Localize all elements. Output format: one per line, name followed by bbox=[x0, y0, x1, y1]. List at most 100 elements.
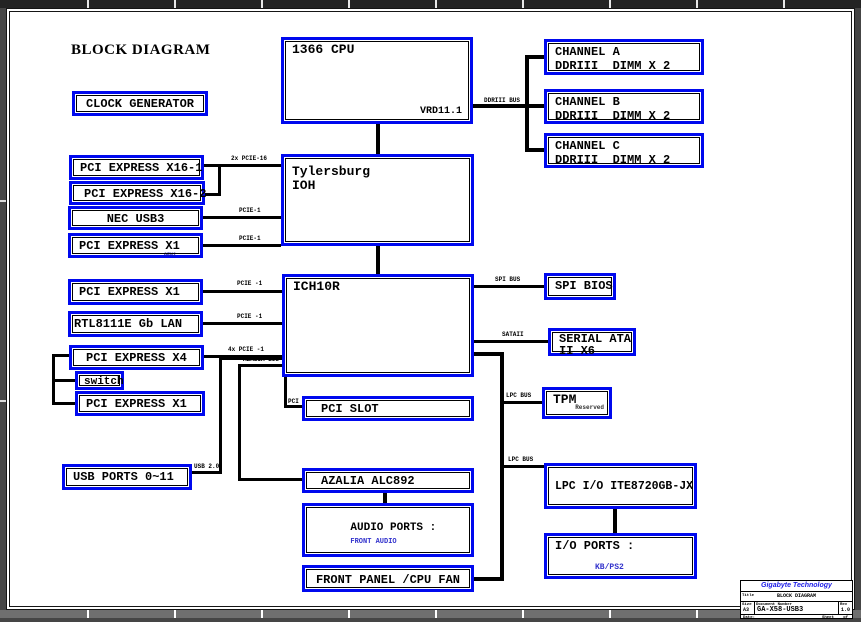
wire bbox=[525, 55, 529, 152]
rev-label: Rev bbox=[840, 603, 848, 607]
wire bbox=[284, 405, 302, 408]
box-azalia-alc892: AZALIA ALC892 bbox=[302, 468, 474, 493]
front-audio-label: FRONT AUDIO bbox=[350, 538, 397, 546]
box-tylersburg-ioh: Tylersburg IOH bbox=[281, 154, 474, 246]
wire bbox=[504, 465, 544, 468]
box-spi-bios: SPI BIOS bbox=[544, 273, 616, 300]
box-io-ports: I/O PORTS : KB/PS2 bbox=[544, 533, 697, 579]
box-serial-ata: SERIAL ATA II X6 bbox=[548, 328, 636, 357]
size-label: Size bbox=[742, 603, 752, 607]
wire bbox=[218, 164, 221, 196]
wire bbox=[474, 577, 500, 581]
wire bbox=[204, 164, 281, 167]
bus-label-pci: PCI bbox=[288, 398, 299, 405]
box-switch: switch bbox=[75, 371, 124, 390]
wire bbox=[284, 377, 287, 408]
wire bbox=[52, 354, 69, 357]
title-label: Title bbox=[742, 594, 755, 598]
bus-label-lpc: LPC BUS bbox=[508, 456, 534, 463]
box-channel-c: CHANNEL C DDRIII DIMM X 2 bbox=[544, 133, 704, 168]
size-value: A3 bbox=[743, 607, 750, 613]
audio-ports-title: AUDIO PORTS : bbox=[350, 522, 437, 534]
bus-label-pcie4: 4x PCIE -1 bbox=[228, 346, 265, 353]
wire bbox=[613, 509, 617, 534]
kb-ps2-label: KB/PS2 bbox=[595, 563, 624, 572]
pcie-x1-note: GEN2 bbox=[163, 252, 176, 258]
schematic-sheet: BLOCK DIAGRAM bbox=[6, 8, 855, 620]
of-label: of bbox=[843, 616, 848, 620]
wire bbox=[500, 352, 504, 581]
bus-label-usb: USB 2.0 bbox=[194, 463, 220, 470]
box-audio-ports: AUDIO PORTS : FRONT AUDIO LIN_ OUT LINE_… bbox=[302, 503, 474, 589]
box-pcie-x16-1: PCI EXPRESS X16-1 bbox=[69, 155, 204, 180]
rev-value: 1.0 bbox=[841, 607, 851, 613]
doc-number-label: Document Number bbox=[756, 603, 793, 607]
wire bbox=[474, 285, 544, 288]
wire bbox=[52, 379, 75, 382]
box-pcie-x4: PCI EXPRESS X4 bbox=[69, 345, 204, 370]
wire bbox=[376, 118, 380, 154]
date-label: Date: bbox=[743, 616, 756, 620]
zone-tick bbox=[0, 200, 6, 202]
box-pcie-x1: PCI EXPRESS X1 GEN2 bbox=[68, 233, 203, 258]
box-tpm: TPM Reserved bbox=[542, 387, 612, 419]
bus-label-spi: SPI BUS bbox=[495, 276, 521, 283]
wire bbox=[219, 357, 222, 474]
wire bbox=[238, 478, 302, 481]
bus-label-lpc: LPC BUS bbox=[506, 392, 532, 399]
wire bbox=[376, 240, 380, 274]
box-rtl8111e-lan: RTL8111E Gb LAN bbox=[68, 311, 203, 337]
box-pcie-x1: PCI EXPRESS X1 bbox=[75, 391, 205, 416]
title-row: Title BLOCK DIAGRAM bbox=[741, 592, 852, 602]
wire bbox=[203, 216, 281, 219]
cpu-vrd-note: VRD11.1 bbox=[419, 106, 462, 117]
bus-label-sata: SATAII bbox=[502, 331, 524, 338]
bus-label-ddriii: DDRIII BUS bbox=[484, 97, 521, 104]
wire bbox=[474, 352, 504, 356]
sheet-zone-ruler-bottom bbox=[0, 610, 861, 618]
zone-tick bbox=[0, 400, 6, 402]
bus-label-azalia: AZALIA BUS bbox=[243, 356, 280, 363]
wire bbox=[527, 104, 544, 108]
box-usb-ports: USB PORTS 0~11 bbox=[62, 464, 192, 490]
box-pcie-x1: PCI EXPRESS X1 bbox=[68, 279, 203, 305]
wire bbox=[527, 148, 544, 152]
box-pci-slot: PCI SLOT bbox=[302, 396, 474, 421]
wire bbox=[204, 355, 283, 358]
wire bbox=[467, 104, 527, 108]
wire bbox=[203, 322, 283, 325]
box-pcie-x16-2: PCI EXPRESS X16-2 bbox=[69, 181, 206, 205]
doc-number-value: GA-X58-USB3 bbox=[757, 606, 804, 614]
bus-label-pcie1: PCIE -1 bbox=[237, 313, 263, 320]
wire bbox=[527, 55, 544, 59]
sheet-zone-ruler-top bbox=[0, 0, 861, 8]
diagram-title: BLOCK DIAGRAM bbox=[71, 42, 211, 58]
wire bbox=[203, 290, 283, 293]
tpm-reserved-note: Reserved bbox=[575, 404, 604, 411]
wire bbox=[219, 357, 282, 360]
wire bbox=[192, 471, 221, 474]
box-clock-generator: CLOCK GENERATOR bbox=[72, 91, 208, 116]
title-value: BLOCK DIAGRAM bbox=[776, 593, 816, 599]
company-name: Gigabyte Technology bbox=[741, 581, 852, 592]
bus-label-pcie1: PCIE-1 bbox=[239, 235, 261, 242]
bus-label-pcie16: 2x PCIE-16 bbox=[231, 155, 268, 162]
wire bbox=[504, 401, 542, 404]
box-ich10r: ICH10R bbox=[282, 274, 474, 377]
wire bbox=[204, 193, 221, 196]
wire bbox=[238, 364, 282, 367]
wire bbox=[238, 364, 241, 481]
title-block: Gigabyte Technology Title BLOCK DIAGRAM … bbox=[740, 580, 853, 622]
bus-label-pcie1: PCIE -1 bbox=[237, 280, 263, 287]
bus-label-pcie1: PCIE-1 bbox=[239, 207, 261, 214]
box-front-panel-cpu-fan: FRONT PANEL /CPU FAN bbox=[302, 565, 474, 592]
wire bbox=[474, 340, 548, 343]
box-channel-b: CHANNEL B DDRIII DIMM X 2 bbox=[544, 89, 704, 124]
box-cpu: 1366 CPU VRD11.1 bbox=[281, 37, 473, 124]
wire bbox=[383, 493, 387, 504]
sheet-label: Sheet bbox=[821, 616, 834, 620]
wire bbox=[203, 244, 281, 247]
date-sheet-row: Date: Sheet of bbox=[741, 615, 852, 622]
box-channel-a: CHANNEL A DDRIII DIMM X 2 bbox=[544, 39, 704, 75]
